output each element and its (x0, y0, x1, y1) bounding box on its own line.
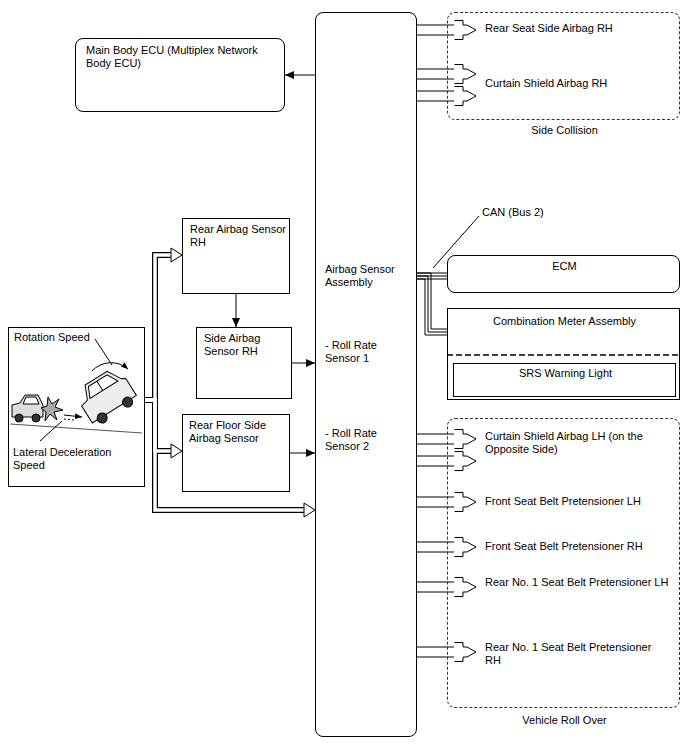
squib-symbol (454, 536, 480, 558)
squib-wire (417, 497, 454, 507)
bus-label: CAN (Bus 2) (481, 206, 545, 219)
node-text: Airbag Sensor Assembly (325, 263, 413, 289)
pretensioner-squib: Rear No. 1 Seat Belt Pretensioner LH (454, 576, 676, 598)
illustration-box: Rotation SpeedLateral Deceleration Speed (8, 327, 145, 487)
squib-outline (455, 578, 477, 597)
squib-wire (417, 69, 454, 101)
squib-outline (455, 643, 477, 662)
node-text: Lateral Deceleration Speed (13, 446, 123, 472)
squib-wire (417, 25, 454, 35)
squib-symbol (454, 641, 480, 663)
squib-wire (417, 647, 454, 657)
node-text: Combination Meter Assembly (448, 315, 681, 328)
squib-outline (455, 21, 477, 40)
squib-outline (455, 452, 477, 471)
meter-box: SRS Warning Light Combination Meter Assem… (447, 308, 680, 400)
signal-arrow (290, 453, 315, 454)
squib-symbol (454, 19, 480, 41)
node-text: Front Seat Belt Pretensioner RH (485, 540, 670, 553)
leader-line (433, 216, 479, 268)
node-text: - Roll Rate Sensor 2 (325, 427, 413, 453)
signal-arrow (236, 294, 237, 327)
sensor-assembly-box: Airbag Sensor Assembly - Roll Rate Sensor… (315, 12, 417, 737)
node-text: Rear Airbag Sensor RH (190, 223, 286, 249)
squib-outline (455, 538, 477, 557)
squib-outline (455, 87, 477, 106)
node-text: SRS Warning Light (454, 367, 677, 380)
force-arrowhead (304, 503, 315, 517)
airbag-squib: Rear Seat Side Airbag RH (454, 19, 676, 41)
squib-symbol (454, 63, 480, 107)
force-arrow-inner (145, 255, 172, 400)
ecu-box: ECM (447, 255, 680, 293)
force-arrow (145, 255, 172, 400)
squib-symbol (454, 576, 480, 598)
node-text: Vehicle Roll Over (448, 714, 681, 727)
crash-illustration (10, 339, 142, 441)
sensor-box: Rear Airbag Sensor RH (182, 218, 290, 294)
node-text: Main Body ECU (Multiplex Network Body EC… (86, 44, 276, 70)
node-text: Rear Seat Side Airbag RH (485, 22, 670, 35)
squib-outline (455, 493, 477, 512)
node-text: Side Collision (448, 124, 681, 137)
side-collision-region: Rear Seat Side Airbag RH Curtain Shield A… (447, 12, 680, 120)
squib-outline (455, 65, 477, 84)
squib-wire (417, 434, 454, 466)
force-arrowhead (171, 248, 182, 262)
warning-light-box: SRS Warning Light (453, 363, 676, 397)
can-bus (417, 273, 447, 335)
pretensioner-squib: Front Seat Belt Pretensioner RH (454, 536, 676, 558)
force-arrow-inner (145, 400, 172, 451)
ecu-box: Main Body ECU (Multiplex Network Body EC… (75, 38, 285, 112)
node-text: Rear Floor Side Airbag Sensor (189, 419, 287, 445)
sensor-box: Side Airbag Sensor RH (196, 327, 292, 399)
force-arrowhead (171, 444, 182, 458)
divider-line (447, 354, 680, 356)
node-text: - Roll Rate Sensor 1 (325, 339, 413, 365)
force-arrow (145, 400, 172, 451)
squib-symbol (454, 428, 480, 472)
airbag-squib: Curtain Shield Airbag RH (454, 63, 676, 107)
sensor-box: Rear Floor Side Airbag Sensor (182, 414, 290, 492)
node-text: Rotation Speed (14, 331, 114, 344)
roll-over-region: Curtain Shield Airbag LH (on the Opposit… (447, 418, 680, 708)
airbag-squib: Curtain Shield Airbag LH (on the Opposit… (454, 428, 676, 472)
squib-wire (417, 542, 454, 552)
pretensioner-squib: Front Seat Belt Pretensioner LH (454, 491, 676, 513)
squib-symbol (454, 491, 480, 513)
node-text: Front Seat Belt Pretensioner LH (485, 495, 670, 508)
node-text: Curtain Shield Airbag LH (on the Opposit… (485, 430, 670, 456)
node-text: ECM (448, 260, 681, 273)
force-arrow-inner (145, 400, 305, 510)
squib-outline (455, 430, 477, 449)
node-text: Rear No. 1 Seat Belt Pretensioner LH (485, 576, 670, 589)
force-arrow (145, 400, 305, 510)
node-text: Side Airbag Sensor RH (204, 332, 288, 358)
pretensioner-squib: Rear No. 1 Seat Belt Pretensioner RH (454, 641, 676, 667)
squib-wire (417, 582, 454, 592)
signal-arrow (285, 75, 315, 76)
node-text: Rear No. 1 Seat Belt Pretensioner RH (485, 641, 670, 667)
signal-arrow (292, 363, 315, 364)
node-text: Curtain Shield Airbag RH (485, 77, 670, 90)
